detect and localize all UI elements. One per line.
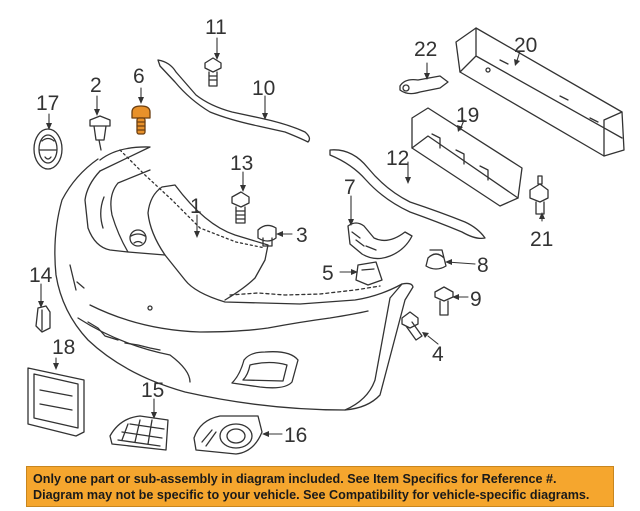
part-absorber-19 xyxy=(411,107,523,207)
disclaimer-line-2: Diagram may not be specific to your vehi… xyxy=(33,488,590,502)
disclaimer-line-1: Only one part or sub-assembly in diagram… xyxy=(33,472,557,486)
arrow-heads xyxy=(38,53,545,437)
callout-18: 18 xyxy=(52,336,75,359)
callout-22: 22 xyxy=(414,38,437,61)
callout-7: 7 xyxy=(344,176,356,199)
callout-21: 21 xyxy=(530,228,553,251)
part-upper-seal xyxy=(157,59,311,143)
callout-20: 20 xyxy=(514,34,537,57)
part-fog-surround-16 xyxy=(193,415,263,455)
part-cap-14 xyxy=(35,305,51,333)
disclaimer-banner: Only one part or sub-assembly in diagram… xyxy=(26,466,614,507)
part-bolt-13 xyxy=(231,191,250,224)
part-clip-3 xyxy=(257,224,277,247)
part-bumper-cover xyxy=(54,146,414,411)
part-bolt-9 xyxy=(434,286,454,316)
part-bolt-21 xyxy=(529,175,549,215)
callout-11: 11 xyxy=(205,16,227,39)
callout-8: 8 xyxy=(477,254,489,277)
callout-3: 3 xyxy=(296,224,308,247)
callout-13: 13 xyxy=(230,152,253,175)
callout-labels: 1 2 3 4 5 6 7 8 9 10 11 12 13 14 15 16 1… xyxy=(29,16,553,447)
callout-9: 9 xyxy=(470,288,482,311)
part-bolt-4 xyxy=(401,311,423,341)
part-bolt-11 xyxy=(204,57,222,87)
part-bolt-highlighted xyxy=(131,105,151,135)
part-retainer-5 xyxy=(355,261,383,286)
leader-lines xyxy=(40,37,543,435)
callout-16: 16 xyxy=(284,424,307,447)
callout-12: 12 xyxy=(386,147,409,170)
callout-14: 14 xyxy=(29,264,53,287)
callout-5: 5 xyxy=(322,262,334,285)
callout-4: 4 xyxy=(432,343,444,366)
callout-10: 10 xyxy=(252,77,275,100)
part-reinforcement-20 xyxy=(455,27,625,157)
callout-1: 1 xyxy=(190,195,202,218)
callout-6: 6 xyxy=(133,65,145,88)
part-sensor-22 xyxy=(399,75,449,95)
callout-2: 2 xyxy=(90,74,102,97)
part-lower-grille-15 xyxy=(109,415,169,451)
part-clip xyxy=(89,115,111,151)
part-side-seal xyxy=(329,149,486,240)
part-license-bracket xyxy=(27,367,85,437)
callout-17: 17 xyxy=(36,92,59,115)
part-emblem xyxy=(33,128,63,170)
callout-19: 19 xyxy=(456,104,479,127)
part-bracket-7 xyxy=(347,222,413,260)
callout-15: 15 xyxy=(141,379,164,402)
part-clip-8 xyxy=(425,249,447,270)
